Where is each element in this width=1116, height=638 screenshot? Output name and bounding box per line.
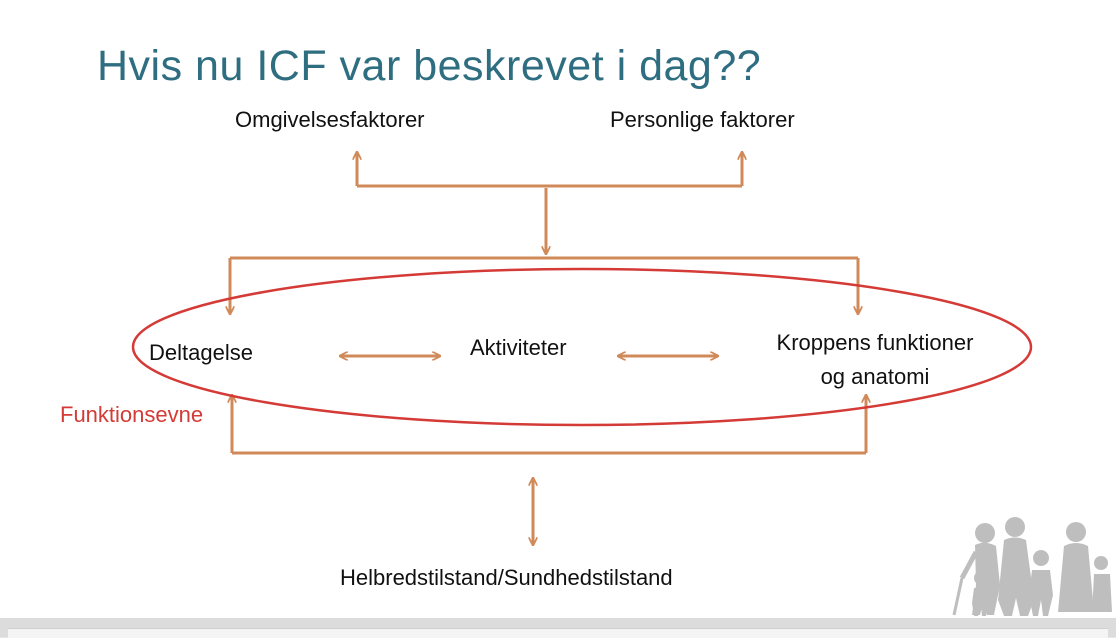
health-condition-label: Helbredstilstand/Sundhedstilstand: [340, 565, 673, 590]
environmental-factors-label: Omgivelsesfaktorer: [235, 107, 425, 132]
participation-label: Deltagelse: [149, 340, 253, 365]
slide-title: Hvis nu ICF var beskrevet i dag??: [97, 42, 762, 90]
body-functions-label-line1: Kroppens funktioner: [776, 330, 974, 355]
next-slide-edge: [8, 628, 1108, 638]
body-functions-label-line2: og anatomi: [820, 364, 930, 389]
activities-label: Aktiviteter: [470, 335, 567, 360]
functioning-ellipse: [131, 267, 1033, 427]
next-slide-preview: [0, 618, 1116, 638]
personal-factors-label: Personlige faktorer: [610, 107, 795, 132]
presentation-slide: Hvis nu ICF var beskrevet i dag??: [0, 0, 1116, 618]
family-silhouette-icon: [952, 517, 1112, 616]
icf-diagram: [131, 0, 1112, 616]
functioning-label: Funktionsevne: [60, 402, 204, 427]
